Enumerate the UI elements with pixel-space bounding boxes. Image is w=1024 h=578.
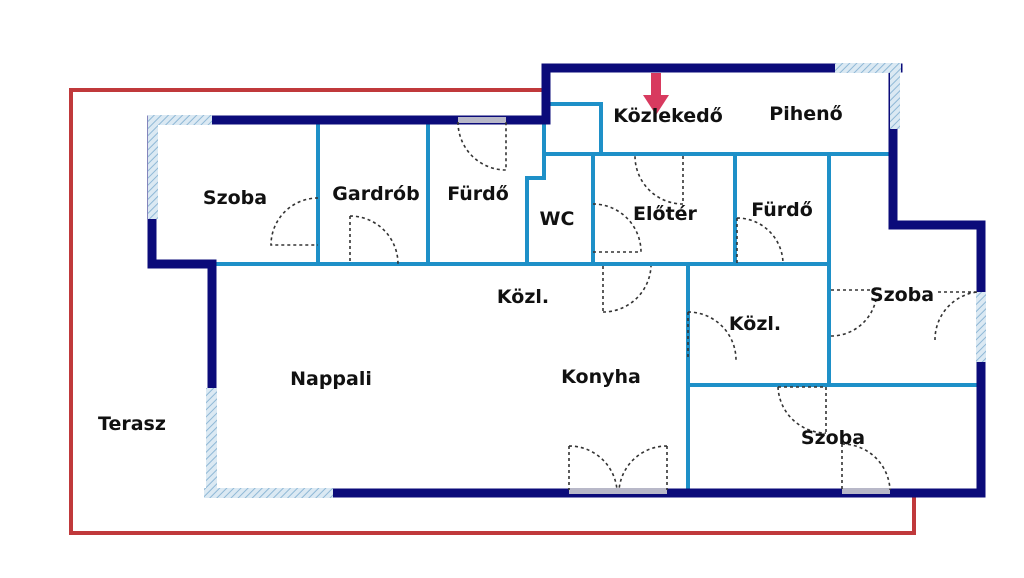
room-label-szoba-2: Szoba bbox=[870, 284, 934, 306]
room-label-konyha: Konyha bbox=[561, 366, 641, 388]
window bbox=[835, 63, 901, 73]
room-label-kozl-1: Közl. bbox=[497, 286, 549, 308]
room-labels: Szoba Gardrób Fürdő WC Előtér Fürdő Közl… bbox=[98, 103, 934, 449]
window bbox=[569, 488, 667, 494]
room-label-szoba-3: Szoba bbox=[801, 427, 865, 449]
room-label-piheno: Pihenő bbox=[769, 103, 842, 125]
room-label-furdo-2: Fürdő bbox=[751, 199, 813, 221]
entrance-arrow-icon bbox=[643, 73, 669, 115]
window bbox=[458, 117, 506, 123]
room-label-kozl-2: Közl. bbox=[729, 313, 781, 335]
window bbox=[976, 292, 986, 362]
inner-walls bbox=[210, 102, 978, 492]
window bbox=[148, 115, 212, 125]
door-swings bbox=[270, 121, 978, 491]
room-label-terasz: Terasz bbox=[98, 413, 166, 435]
windows bbox=[148, 63, 986, 498]
window bbox=[204, 488, 333, 498]
window bbox=[842, 488, 890, 494]
room-label-szoba-1: Szoba bbox=[203, 187, 267, 209]
terrace-outline bbox=[69, 88, 916, 535]
room-label-eloter: Előtér bbox=[633, 203, 698, 225]
room-label-gardrob: Gardrób bbox=[332, 183, 419, 205]
room-label-wc: WC bbox=[540, 208, 575, 230]
room-label-kozlekedo: Közlekedő bbox=[613, 105, 723, 127]
window bbox=[206, 388, 217, 492]
window bbox=[890, 73, 900, 129]
window bbox=[148, 125, 158, 219]
room-label-nappali: Nappali bbox=[290, 368, 372, 390]
room-label-furdo-1: Fürdő bbox=[447, 183, 509, 205]
